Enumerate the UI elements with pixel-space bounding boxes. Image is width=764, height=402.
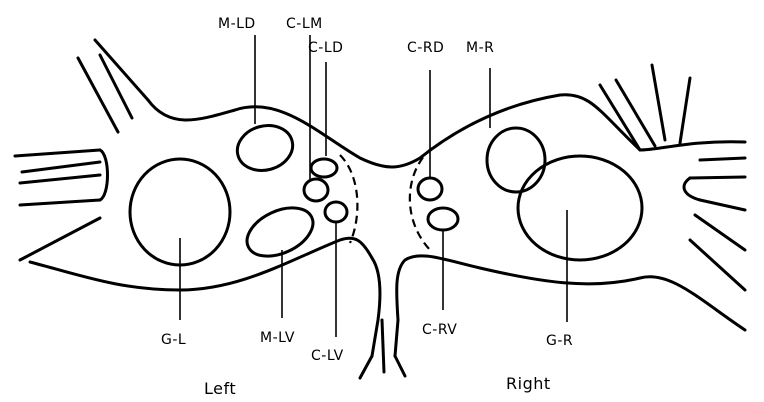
right-nerve-root-6 [690, 177, 745, 178]
lower-nerve-right-branch [395, 356, 405, 376]
label-m-r: M-R [466, 40, 494, 56]
label-c-rv: C-RV [422, 322, 457, 338]
right-nerve-root-10 [690, 240, 745, 290]
lower-nerve-center [382, 320, 384, 372]
ganglion-lower-outline [30, 238, 380, 356]
m-lv-region [239, 198, 320, 266]
right-nerve-root-4 [680, 78, 690, 143]
m-r-region [487, 128, 545, 192]
right-nerve-root-7 [700, 200, 745, 210]
left-nerve-root-1 [95, 40, 148, 100]
left-dashed-boundary [340, 155, 357, 243]
right-nerve-root-2 [616, 80, 655, 146]
label-c-rd: C-RD [407, 40, 444, 56]
m-ld-region [232, 120, 297, 177]
left-nerve-root-6 [20, 175, 100, 183]
side-label-right: Right [506, 374, 551, 393]
c-lm-region [304, 179, 328, 201]
c-lv-region [325, 202, 347, 222]
left-nerve-root-9 [20, 218, 100, 260]
right-nerve-root-9 [695, 215, 745, 250]
left-nerve-root-4 [15, 150, 100, 156]
right-nerve-root-3 [652, 65, 665, 140]
left-nerve-root-3 [78, 58, 118, 132]
c-ld-region [311, 159, 337, 177]
label-c-lv: C-LV [311, 348, 344, 364]
label-m-lv: M-LV [260, 330, 295, 346]
right-nerve-root-5 [700, 158, 745, 160]
side-label-left: Left [204, 379, 236, 398]
label-c-lm: C-LM [286, 16, 323, 32]
c-rd-region [418, 178, 442, 200]
label-g-r: G-R [546, 333, 573, 349]
label-m-ld: M-LD [218, 16, 256, 32]
left-nerve-root-7 [20, 200, 100, 205]
label-c-ld: C-LD [308, 40, 343, 56]
right-nerve-root-8 [684, 178, 700, 200]
label-g-l: G-L [161, 332, 186, 348]
left-nerve-root-5 [22, 162, 100, 172]
lower-nerve-left-branch [360, 356, 372, 378]
c-rv-region [428, 208, 458, 230]
g-r-region [518, 156, 642, 260]
